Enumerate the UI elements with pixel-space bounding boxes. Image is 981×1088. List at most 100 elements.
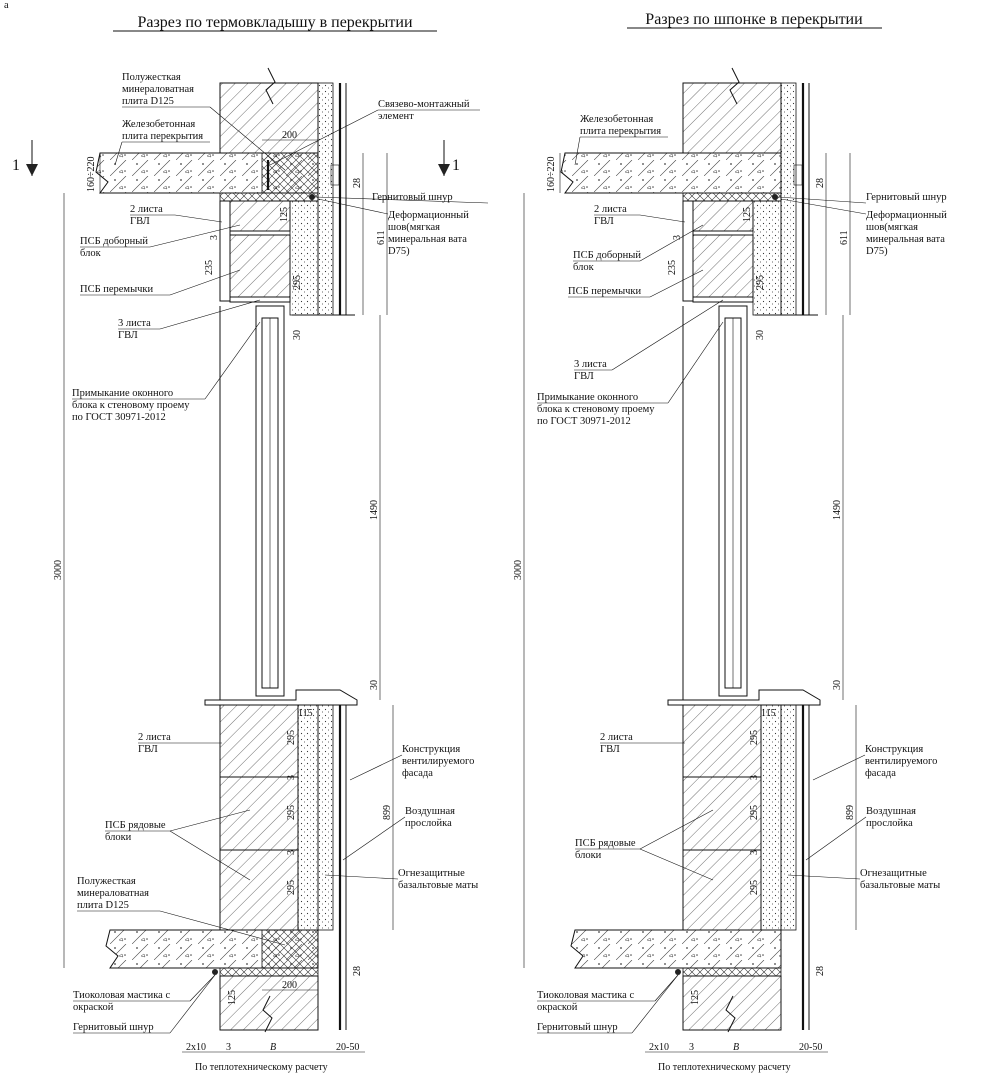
svg-text:295: 295	[286, 880, 297, 895]
svg-text:Связево-монтажный: Связево-монтажный	[378, 99, 470, 110]
left-label-polu-top: Полужесткая минераловатная плита D125	[122, 72, 286, 171]
svg-text:125: 125	[742, 207, 753, 222]
right-deform-seam-top	[682, 192, 782, 202]
right-facade-insulation-top	[780, 82, 797, 316]
left-gernit-cord-top	[309, 194, 315, 200]
left-gernit-cord-bottom	[212, 969, 218, 975]
svg-text:3: 3	[672, 235, 683, 240]
svg-text:плита перекрытия: плита перекрытия	[580, 126, 661, 137]
right-label-gvl2-top: 2 листа ГВЛ	[594, 204, 686, 227]
svg-text:3000: 3000	[513, 560, 524, 580]
right-floor-slab-top	[560, 152, 782, 194]
svg-text:элемент: элемент	[378, 111, 414, 122]
svg-text:Примыкание оконного: Примыкание оконного	[537, 392, 638, 403]
svg-text:прослойка: прослойка	[405, 818, 452, 829]
svg-text:ГВЛ: ГВЛ	[130, 216, 150, 227]
svg-text:блок: блок	[80, 248, 102, 259]
right-psb-lintel	[692, 234, 754, 298]
right-dimensions: 160÷220 28 125 3 235 295 611 30 1490 30 …	[513, 153, 857, 1073]
svg-text:20-50: 20-50	[336, 1042, 359, 1053]
svg-text:2 листа: 2 листа	[594, 204, 627, 215]
svg-text:ПСБ доборный: ПСБ доборный	[573, 250, 641, 261]
svg-text:минераловатная: минераловатная	[122, 84, 194, 95]
right-lower-wall	[682, 704, 762, 931]
svg-text:ПСБ перемычки: ПСБ перемычки	[80, 284, 154, 295]
left-label-psb-per: ПСБ перемычки	[80, 269, 241, 296]
svg-text:200: 200	[282, 130, 297, 141]
svg-text:125: 125	[690, 990, 701, 1005]
left-dimensions: 200 160÷220 28 125 3 235 295 611 30 1490…	[53, 130, 394, 1073]
left-lower-fire-mat	[317, 704, 334, 931]
left-label-vozd: Воздушная прослойка	[342, 806, 455, 861]
svg-text:Гернитовый шнур: Гернитовый шнур	[372, 192, 453, 203]
left-section-arrowhead-a	[26, 164, 38, 176]
right-ins-lintel	[752, 200, 782, 316]
right-label-primyk: Примыкание оконного блока к стеновому пр…	[537, 321, 724, 427]
svg-text:Гернитовый шнур: Гернитовый шнур	[866, 192, 947, 203]
left-ins-lintel	[289, 200, 319, 316]
svg-text:шов(мягкая: шов(мягкая	[866, 222, 918, 233]
svg-text:115: 115	[298, 708, 313, 719]
svg-text:ПСБ рядовые: ПСБ рядовые	[105, 820, 166, 831]
left-label-ognez: Огнезащитные базальтовые маты	[324, 868, 478, 891]
left-section-mark-b: 1	[452, 157, 460, 174]
svg-text:минераловатная: минераловатная	[77, 888, 149, 899]
left-wall-below	[219, 975, 319, 1031]
svg-text:Железобетонная: Железобетонная	[580, 114, 653, 125]
right-floor-slab-bottom	[570, 929, 782, 969]
svg-text:по ГОСТ 30971-2012: по ГОСТ 30971-2012	[72, 412, 166, 423]
svg-text:30: 30	[832, 680, 843, 690]
left-label-psb-dob: ПСБ доборный блок	[80, 224, 241, 259]
right-gvl-top	[682, 200, 694, 302]
right-label-psb-dob: ПСБ доборный блок	[573, 224, 704, 273]
svg-text:295: 295	[286, 805, 297, 820]
svg-text:1490: 1490	[369, 500, 380, 520]
svg-text:2х10: 2х10	[186, 1042, 206, 1053]
right-psb-dob-block	[692, 200, 754, 232]
svg-text:плита перекрытия: плита перекрытия	[122, 131, 203, 142]
svg-text:Гернитовый шнур: Гернитовый шнур	[73, 1022, 154, 1033]
right-gvl3-lintel	[692, 296, 754, 303]
left-upper-wall	[219, 82, 319, 154]
svg-text:Воздушная: Воздушная	[405, 806, 455, 817]
svg-text:3: 3	[209, 235, 220, 240]
svg-text:окраской: окраской	[73, 1002, 114, 1013]
left-label-deform: Деформационный шов(мягкая минеральная ва…	[317, 198, 469, 257]
svg-text:Деформационный: Деформационный	[388, 210, 469, 221]
svg-text:3 листа: 3 листа	[118, 318, 151, 329]
right-gernit-cord-top	[772, 194, 778, 200]
left-title: Разрез по термовкладышу в перекрытии	[137, 14, 413, 31]
left-lower-insulation	[297, 704, 319, 931]
svg-text:Конструкция: Конструкция	[402, 744, 460, 755]
svg-text:B: B	[270, 1042, 276, 1053]
right-label-gvl3: 3 листа ГВЛ	[574, 299, 724, 382]
left-facade-insulation-top	[317, 82, 334, 316]
left-label-polu-bot: Полужесткая минераловатная плита D125	[77, 876, 286, 946]
left-label-svyaz: Связево-монтажный элемент	[269, 99, 480, 166]
svg-text:ГВЛ: ГВЛ	[600, 744, 620, 755]
left-section-mark-a: 1	[12, 157, 20, 174]
right-break-mark-bottom	[725, 995, 736, 1033]
svg-text:3: 3	[749, 850, 760, 855]
left-psb-lintel	[229, 234, 291, 298]
svg-text:B: B	[733, 1042, 739, 1053]
right-break-mark-top	[729, 67, 740, 105]
svg-text:Гернитовый шнур: Гернитовый шнур	[537, 1022, 618, 1033]
svg-text:вентилируемого: вентилируемого	[402, 756, 474, 767]
svg-text:28: 28	[352, 966, 363, 976]
svg-text:30: 30	[292, 330, 303, 340]
svg-text:3: 3	[286, 850, 297, 855]
svg-text:ГВЛ: ГВЛ	[594, 216, 614, 227]
svg-text:ПСБ доборный: ПСБ доборный	[80, 236, 148, 247]
svg-text:блок: блок	[573, 262, 595, 273]
svg-text:28: 28	[815, 178, 826, 188]
svg-text:блока к стеновому проему: блока к стеновому проему	[537, 404, 655, 415]
right-label-psb-ryad: ПСБ рядовые блоки	[575, 809, 714, 881]
left-section-arrowhead-b	[438, 164, 450, 176]
right-section: Разрез по шпонке в перекрытии	[513, 11, 947, 1073]
svg-text:611: 611	[839, 230, 850, 245]
left-label-gvl2-bot: 2 листа ГВЛ	[138, 732, 222, 755]
svg-text:200: 200	[282, 980, 297, 991]
svg-text:по ГОСТ 30971-2012: по ГОСТ 30971-2012	[537, 416, 631, 427]
